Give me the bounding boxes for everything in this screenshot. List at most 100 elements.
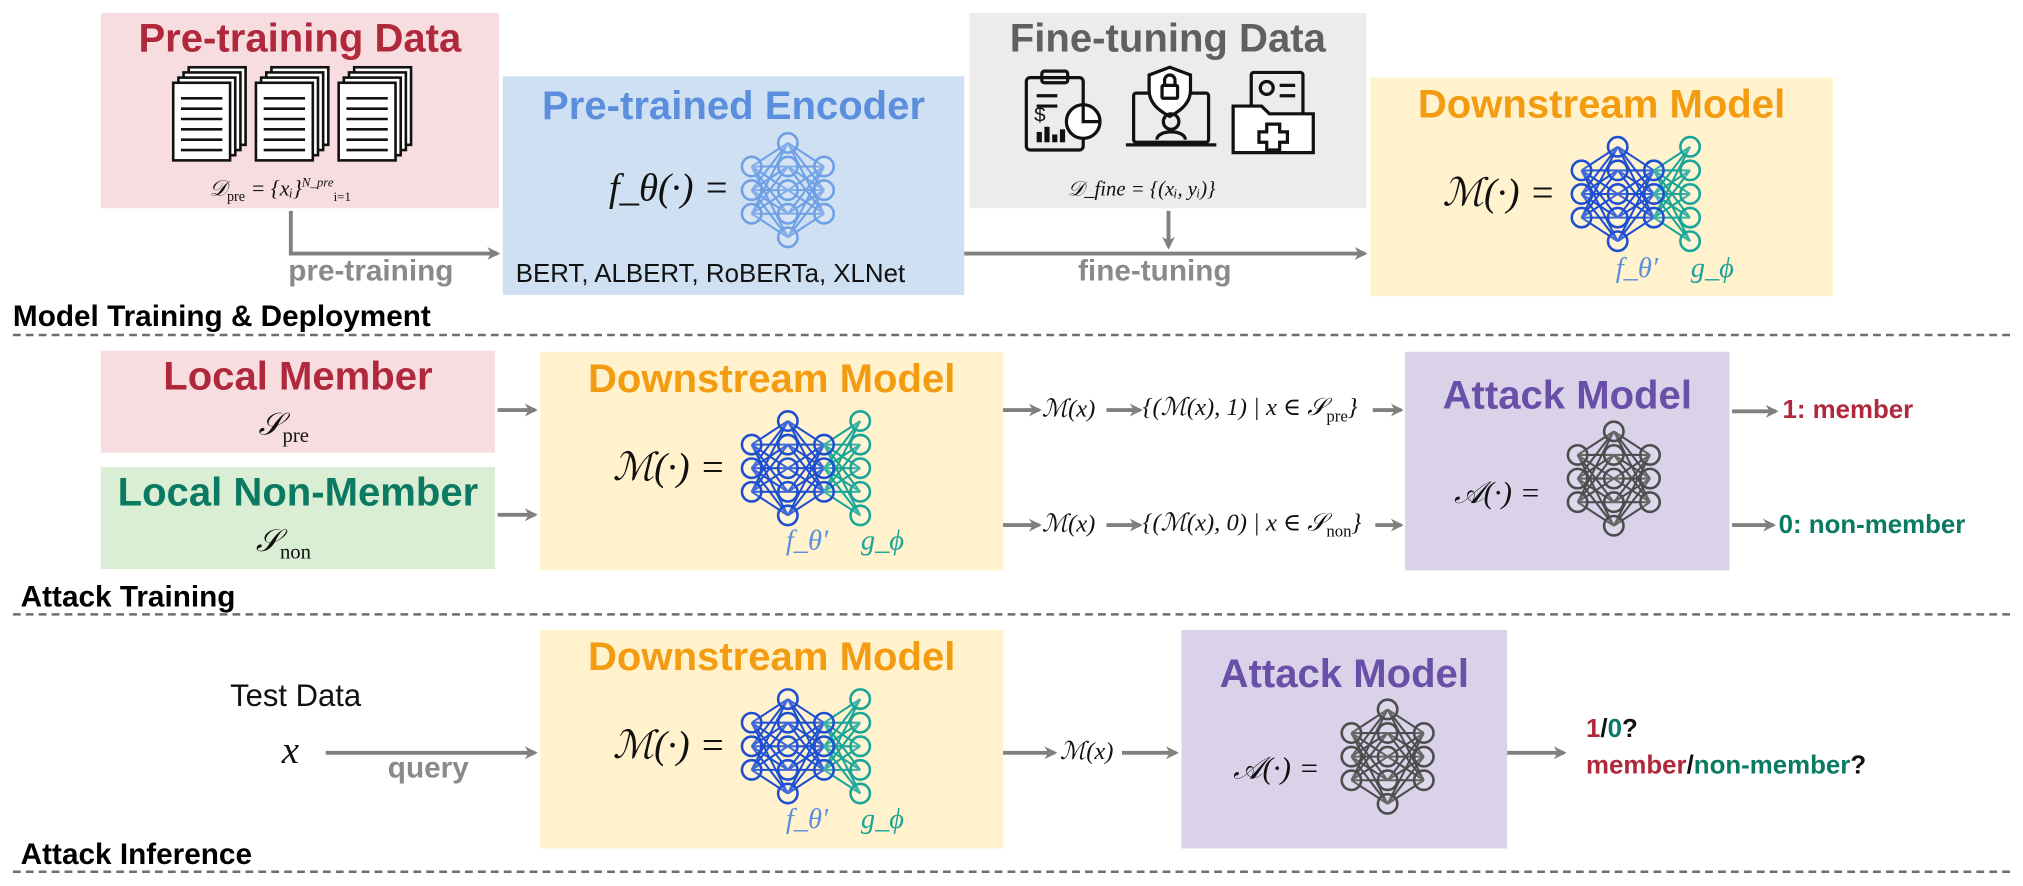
- network-node: [1566, 491, 1589, 514]
- network-edge: [787, 165, 825, 191]
- network-edge: [823, 467, 861, 493]
- document-stack-icons: [171, 65, 413, 162]
- network-edge: [1577, 501, 1615, 527]
- inference-output-digits: 1/0?: [1586, 715, 1638, 744]
- network-edge: [823, 490, 861, 517]
- downstream-network-icon-bottom: [740, 688, 872, 805]
- pretraining-arrow-label: pre-training: [288, 253, 454, 288]
- pretraining-arrow: [288, 210, 501, 260]
- g-phi-label-bottom: g_ϕ: [860, 801, 905, 835]
- pretraining-data-box: Pre-training Data: [100, 12, 499, 209]
- network-edge: [1387, 708, 1425, 734]
- network-node: [849, 480, 872, 503]
- network-edge: [823, 698, 862, 771]
- finetuning-data-formula: 𝒟_fine = {(xᵢ, yᵢ)}: [1067, 178, 1216, 201]
- network-node: [1340, 722, 1363, 745]
- network-edge: [1387, 732, 1425, 758]
- encoder-model-list: BERT, ALBERT, RoBERTa, XLNet: [515, 259, 906, 289]
- network-node: [849, 504, 872, 527]
- network-edge: [751, 467, 789, 493]
- network-edge: [787, 142, 825, 168]
- attack-title-middle: Attack Model: [1442, 372, 1692, 418]
- network-edge: [1576, 430, 1615, 503]
- attack-title-bottom: Attack Model: [1219, 650, 1469, 696]
- attack-formula-bottom: 𝒜(·) =: [1233, 752, 1320, 787]
- section-label-attack-inference: Attack Inference: [20, 836, 253, 871]
- f-theta-label-middle: f_θ′: [785, 523, 829, 557]
- network-node: [776, 758, 799, 781]
- network-node: [1639, 443, 1661, 466]
- test-data-title: Test Data: [230, 679, 362, 714]
- section-label-training: Model Training & Deployment: [12, 298, 431, 333]
- f-theta-label-bottom: f_θ′: [785, 801, 829, 835]
- network-node: [1602, 443, 1625, 466]
- network-node: [740, 202, 763, 225]
- network-node: [740, 480, 763, 503]
- network-edge: [1652, 146, 1691, 219]
- pretrained-encoder-box: Pre-trained Encoder f_θ(·) = BERT, ALBER…: [502, 76, 965, 295]
- network-edge: [1617, 169, 1655, 195]
- pretraining-data-formula: 𝒟pre = {xᵢ}N_prei=1: [209, 175, 351, 205]
- network-node: [849, 782, 872, 805]
- network-node: [776, 226, 799, 249]
- network-node: [1340, 769, 1363, 792]
- attack-model-box-middle: Attack Model 𝒜(·) =: [1405, 351, 1730, 571]
- section-divider-3: [12, 870, 2010, 874]
- network-edge: [1653, 145, 1691, 172]
- attack-formula-middle: 𝒜(·) =: [1454, 477, 1541, 511]
- local-nonmember-box: Local Non-Member 𝒮non: [100, 466, 496, 570]
- network-edge: [1580, 193, 1619, 219]
- nonmember-flow-mx: ℳ(x): [1041, 510, 1096, 539]
- network-node: [740, 155, 763, 178]
- network-node: [813, 735, 836, 758]
- network-node: [1642, 159, 1665, 182]
- attack-network-icon-middle: [1566, 420, 1661, 537]
- encoder-network-icon: [740, 131, 836, 249]
- g-phi-label-middle: g_ϕ: [860, 523, 905, 557]
- network-edge: [1350, 708, 1389, 734]
- network-node: [1639, 491, 1661, 514]
- network-node: [849, 758, 872, 781]
- test-data-var: x: [281, 729, 300, 773]
- network-edge: [751, 420, 789, 446]
- network-edge: [823, 420, 862, 493]
- network-node: [813, 433, 836, 456]
- downstream-formula-middle: ℳ(·) =: [612, 446, 726, 489]
- network-edge: [1653, 193, 1691, 219]
- network-node: [1412, 769, 1435, 792]
- network-edge: [787, 721, 825, 748]
- network-edge: [786, 722, 825, 794]
- local-nonmember-set: 𝒮non: [255, 525, 311, 564]
- member-flow-mx: ℳ(x): [1041, 395, 1096, 423]
- network-node: [1679, 206, 1702, 229]
- downstream-formula-bottom: ℳ(·) =: [612, 724, 726, 767]
- network-edge: [823, 745, 861, 771]
- output-member: 1: member: [1782, 395, 1914, 425]
- network-node: [1606, 135, 1629, 158]
- network-node: [740, 711, 763, 734]
- network-node: [849, 735, 872, 758]
- network-edge: [750, 698, 789, 771]
- network-edge: [787, 698, 825, 724]
- network-node: [776, 735, 799, 758]
- network-node: [1679, 230, 1702, 253]
- network-edge: [823, 769, 861, 795]
- network-edge: [1612, 454, 1651, 527]
- network-edge: [787, 212, 825, 239]
- network-node: [776, 433, 799, 456]
- network-node: [776, 457, 799, 480]
- network-node: [776, 131, 799, 154]
- network-node: [776, 504, 799, 527]
- network-node: [1376, 745, 1399, 768]
- attack-network-icon-bottom: [1340, 698, 1435, 815]
- local-member-box: Local Member 𝒮pre: [100, 350, 496, 453]
- network-edge: [1580, 216, 1619, 243]
- network-node: [1570, 159, 1593, 182]
- downstream-network-icon-middle: [740, 410, 872, 527]
- network-edge: [751, 745, 789, 771]
- network-edge: [787, 420, 825, 446]
- network-node: [1602, 514, 1625, 537]
- network-node: [776, 155, 799, 178]
